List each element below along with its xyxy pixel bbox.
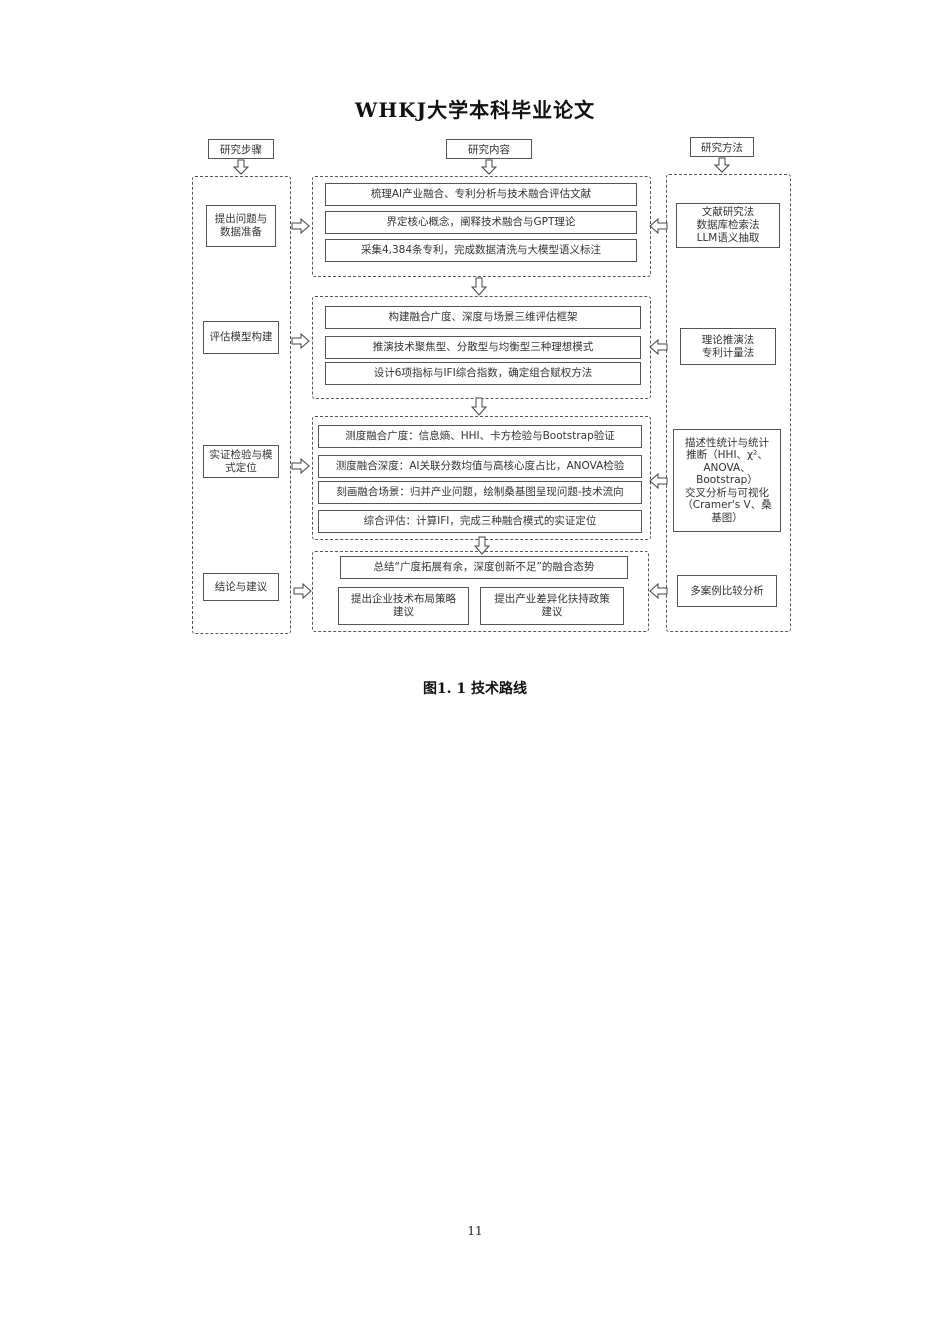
stage3-content-item: 测度融合深度：AI关联分数均值与高核心度占比，ANOVA检验 (318, 455, 642, 478)
stage3-step-box: 实证检验与模 式定位 (203, 445, 279, 478)
stage2-content-item: 设计6项指标与IFI综合指数，确定组合赋权方法 (325, 362, 641, 385)
stage4-suggestion-box: 提出企业技术布局策略 建议 (338, 587, 469, 625)
stage3-content-item: 刻画融合场景：归并产业问题，绘制桑基图呈现问题-技术流向 (318, 481, 642, 504)
stage3-method-box: 描述性统计与统计 推断（HHI、χ²、 ANOVA、 Bootstrap） 交叉… (673, 429, 781, 532)
left-arrow-icon (649, 338, 668, 356)
stage4-step-box: 结论与建议 (203, 573, 279, 601)
stage4-method-box: 多案例比较分析 (677, 575, 777, 607)
right-arrow-icon (291, 217, 310, 235)
stage3-content-item: 测度融合广度：信息熵、HHI、卡方检验与Bootstrap验证 (318, 425, 642, 448)
down-arrow-icon (473, 536, 491, 555)
stage1-step-box: 提出问题与 数据准备 (206, 205, 276, 247)
stage4-summary-box: 总结“广度拓展有余，深度创新不足”的融合态势 (340, 556, 628, 579)
stage2-step-box: 评估模型构建 (203, 321, 279, 354)
left-arrow-icon (649, 472, 668, 490)
right-arrow-icon (291, 457, 310, 475)
methods-column-frame (666, 174, 791, 632)
right-arrow-icon (293, 582, 312, 600)
down-arrow-icon (470, 397, 488, 416)
left-arrow-icon (649, 217, 668, 235)
page-header: WHKJ大学本科毕业论文 (354, 98, 596, 122)
stage1-content-item: 采集4,384条专利，完成数据清洗与大模型语义标注 (325, 239, 637, 262)
stage2-method-box: 理论推演法 专利计量法 (680, 328, 776, 365)
stage1-content-item: 梳理AI产业融合、专利分析与技术融合评估文献 (325, 183, 637, 206)
down-arrow-icon (480, 159, 498, 175)
steps-column-frame (192, 176, 291, 634)
stage1-content-item: 界定核心概念，阐释技术融合与GPT理论 (325, 211, 637, 234)
left-arrow-icon (649, 582, 668, 600)
page-number: 11 (467, 1224, 483, 1238)
content-column-header: 研究内容 (446, 139, 532, 159)
stage2-content-item: 推演技术聚焦型、分散型与均衡型三种理想模式 (325, 336, 641, 359)
down-arrow-icon (470, 277, 488, 296)
down-arrow-icon (232, 159, 250, 175)
down-arrow-icon (713, 157, 731, 173)
stage4-suggestion-box: 提出产业差异化扶持政策 建议 (480, 587, 624, 625)
steps-column-header: 研究步骤 (208, 139, 274, 159)
figure-caption: 图1. 1 技术路线 (422, 681, 528, 697)
stage3-content-item: 综合评估：计算IFI，完成三种融合模式的实证定位 (318, 510, 642, 533)
stage1-method-box: 文献研究法 数据库检索法 LLM语义抽取 (676, 203, 780, 248)
stage2-content-item: 构建融合广度、深度与场景三维评估框架 (325, 306, 641, 329)
technical-roadmap-diagram: 研究步骤 研究内容 研究方法 提出问题与 数据准备 梳理AI产业融合、专利分析与… (0, 0, 950, 660)
right-arrow-icon (291, 332, 310, 350)
methods-column-header: 研究方法 (690, 137, 754, 157)
